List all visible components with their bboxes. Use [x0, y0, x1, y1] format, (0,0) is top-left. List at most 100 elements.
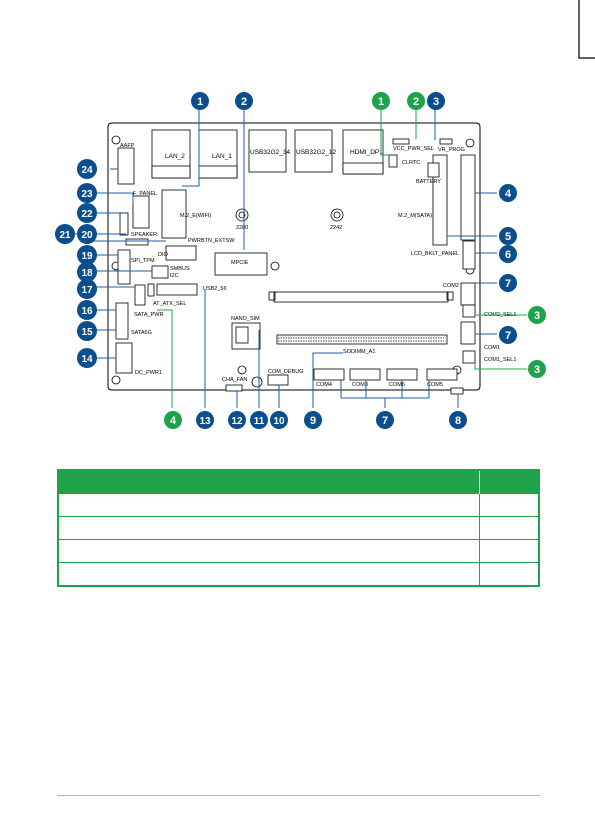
callout-left-8: 17 [81, 285, 93, 296]
callouts-bottom: 4 13 12 11 10 9 7 8 [164, 411, 467, 429]
callout-bottom-2: 13 [199, 416, 211, 427]
nano-sim-label: NANO_SIM [231, 316, 260, 322]
table-header-page [479, 470, 539, 494]
callout-top-4: 2 [413, 96, 419, 108]
callout-bottom-3: 12 [231, 416, 243, 427]
table-row [58, 493, 539, 517]
callout-right-6: 7 [505, 330, 511, 342]
callout-bottom-1: 4 [170, 415, 177, 427]
callout-bottom-8: 8 [455, 415, 461, 427]
callout-top-3: 1 [378, 96, 384, 108]
callout-bottom-4: 11 [254, 416, 265, 427]
callouts-right: 4 5 6 7 3 7 3 [499, 184, 546, 378]
callout-left-3: 22 [81, 209, 93, 220]
callout-left-1: 24 [81, 165, 93, 176]
lcd-label: LCD_BKLT_PANEL [411, 251, 459, 257]
port-lan1-label: LAN_1 [212, 153, 232, 160]
callout-left-7: 18 [81, 268, 93, 279]
callout-bottom-6: 9 [310, 415, 316, 427]
connector-table [57, 469, 540, 587]
sata-pwr-label: SATA_PWR [134, 312, 163, 318]
table-row [58, 562, 539, 586]
right-headers [388, 138, 476, 364]
callout-right-5: 3 [534, 310, 540, 322]
com3-label: COM3 [352, 382, 368, 388]
table-header-row [58, 470, 539, 494]
m2e-label: M.2_E(WIFI) [180, 213, 211, 219]
h2242-label: 2242 [330, 225, 342, 231]
motherboard-diagram: LAN_2 LAN_1 USB32G2_34 USB32G2_12 HDMI_D… [55, 92, 546, 429]
vr-prog-label: VR_PROG [438, 147, 465, 153]
h2280-label: 2280 [236, 225, 248, 231]
callout-bottom-5: 10 [273, 416, 285, 427]
left-connectors [115, 147, 198, 374]
pwrbtn-label: PWRBTN_EXTSW [188, 238, 235, 244]
port-hdmi-label: HDMI_DP1 [350, 149, 383, 156]
callout-left-5: 20 [81, 230, 93, 241]
com2-label: COM2 [443, 283, 459, 289]
table-cell [479, 539, 539, 563]
com1-label: COM1 [484, 345, 500, 351]
table-cell [58, 539, 480, 563]
dc-pwr-label: DC_PWR1 [135, 370, 162, 376]
smbus-label: SMBUS [170, 266, 190, 272]
sodimm-label: SODIMM_A1 [343, 349, 375, 355]
table-cell [479, 562, 539, 586]
port-usb34-label: USB32G2_34 [250, 149, 290, 156]
at-atx-label: AT_ATX_SEL [153, 301, 186, 307]
speaker-label: SPEAKER [131, 232, 157, 238]
callout-top-1: 1 [197, 96, 203, 108]
port-usb12-label: USB32G2_12 [296, 149, 336, 156]
callout-top-2: 2 [241, 96, 247, 108]
aaff-label: AAFP [120, 143, 135, 149]
table-row [58, 516, 539, 540]
callout-top-5: 3 [433, 96, 439, 108]
m2m-label: M.2_M(SATA) [398, 213, 432, 219]
rear-io-ports [151, 129, 384, 179]
port-lan2-label: LAN_2 [165, 153, 185, 160]
com1-sel-label: COM1_SEL1 [484, 357, 516, 363]
cha-fan-label: CHA_FAN [222, 377, 247, 383]
vcc-pwr-label: VCC_PWR_SEL [393, 146, 434, 152]
callout-right-3: 6 [505, 249, 511, 261]
clrtc-label: CLRTC [402, 160, 420, 166]
mpcie-label: MPCIE [231, 260, 249, 266]
table-cell [479, 493, 539, 517]
sata6g-label: SATA6G [131, 330, 152, 336]
footer-divider [57, 795, 540, 796]
callout-bottom-7: 7 [382, 415, 388, 427]
table-header-connector [58, 470, 480, 494]
callout-right-1: 4 [505, 188, 512, 200]
callout-left-6: 19 [81, 251, 93, 262]
sodimm-slot [268, 291, 454, 345]
com-debug-label: COM_DEBUG [268, 369, 303, 375]
bottom-connectors [225, 322, 464, 395]
callout-left-4: 21 [59, 230, 71, 241]
table-cell [58, 516, 480, 540]
table-cell [479, 516, 539, 540]
callout-left-2: 23 [81, 189, 93, 200]
f-panel-label: F_PANEL [133, 191, 157, 197]
callout-left-11: 14 [81, 354, 93, 365]
callout-right-4: 7 [505, 278, 511, 290]
table-cell [58, 562, 480, 586]
table-row [58, 539, 539, 563]
board-outline [107, 122, 481, 391]
callout-right-2: 5 [505, 231, 511, 243]
callout-right-7: 3 [534, 364, 540, 376]
callout-left-9: 16 [81, 306, 93, 317]
expansion-slots [161, 154, 476, 276]
leader-lines-green [157, 110, 527, 408]
callout-left-10: 15 [81, 327, 93, 338]
com5-label: COM5 [427, 382, 443, 388]
spi-tpm-label: SPI_TPM [131, 258, 155, 264]
usb2-label: USB2_56 [203, 286, 227, 292]
dio-label: DIO [158, 252, 169, 258]
com4-label: COM4 [316, 382, 332, 388]
battery-label: BATTERY [416, 179, 441, 185]
page-tab-arrow-icon [578, 0, 595, 59]
i2c-label: I2C [170, 273, 179, 279]
callouts-left: 24 23 22 21 20 19 18 17 16 15 14 [55, 159, 97, 368]
table-cell [58, 493, 480, 517]
callouts-top: 1 2 1 2 3 [191, 92, 445, 110]
